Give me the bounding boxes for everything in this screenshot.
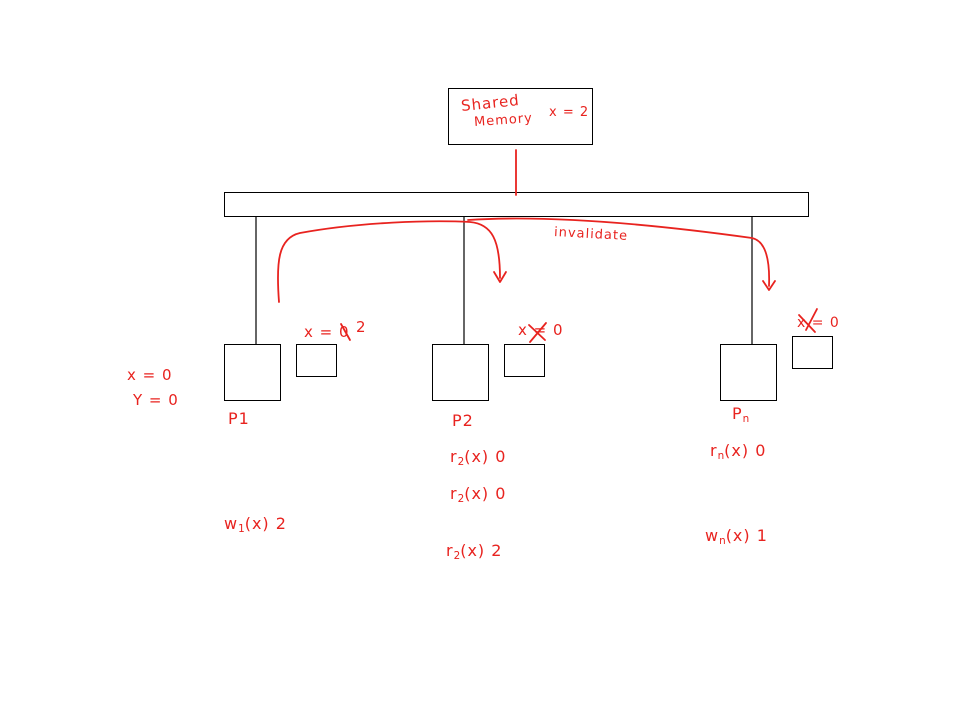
op-subscript: 2 [457, 493, 465, 506]
op-name: r [446, 541, 454, 560]
cache-pn [792, 336, 833, 369]
p2-label: P2 [452, 411, 474, 430]
op-name: r [450, 447, 458, 466]
strike-p2-cache-icon [528, 322, 547, 343]
op-name: r [450, 484, 458, 503]
op-subscript: 1 [238, 523, 245, 536]
pn-op-2: wn(x) 1 [705, 528, 768, 547]
initial-x: x = 0 [127, 366, 173, 384]
cache-p2-value: x = 0 [518, 321, 564, 339]
op-args: (x) 0 [464, 447, 507, 466]
arrowhead-icon [762, 280, 776, 291]
op-args: (x) 2 [244, 514, 287, 533]
op-subscript: n [717, 450, 725, 463]
op-name: r [710, 441, 718, 460]
initial-y: Y = 0 [133, 391, 179, 409]
op-args: (x) 0 [724, 441, 767, 460]
p2-op-3: r2(x) 2 [446, 543, 502, 562]
op-args: (x) 0 [464, 484, 507, 503]
cache-p2 [504, 344, 545, 377]
processor-p2 [432, 344, 489, 401]
op-subscript: 2 [453, 550, 461, 563]
op-subscript: 2 [457, 456, 465, 469]
p1-op-1: w1(x) 2 [224, 516, 287, 535]
op-args: (x) 2 [460, 541, 503, 560]
strike-p1-cache-icon [340, 323, 351, 341]
processor-p1 [224, 344, 281, 401]
op-args: (x) 1 [725, 526, 768, 545]
invalidate-label: invalidate [553, 225, 629, 244]
shared-memory-title-2: Memory [473, 110, 534, 131]
p1-label: P1 [228, 409, 250, 428]
cache-pn-value: x = 0 [797, 315, 840, 331]
system-bus [224, 192, 809, 217]
processor-pn [720, 344, 777, 401]
pn-label: Pn [732, 406, 749, 425]
pn-label-main: P [732, 404, 743, 423]
shared-memory-value: x = 2 [549, 105, 590, 120]
op-subscript: n [719, 535, 726, 548]
cache-p1 [296, 344, 337, 377]
op-name: w [705, 526, 720, 545]
cache-p1-value-old: x = 0 [304, 323, 350, 341]
invalidate-arrow-pn [467, 217, 771, 287]
invalidate-arrow-p2 [277, 220, 501, 303]
p2-op-1: r2(x) 0 [450, 449, 506, 468]
pn-label-sub: n [742, 413, 750, 426]
pn-op-1: rn(x) 0 [710, 443, 766, 462]
op-name: w [224, 514, 239, 533]
arrowhead-icon [493, 271, 507, 283]
cache-p1-value-new: 2 [356, 318, 367, 336]
strike-pn-cache-icon [798, 308, 818, 333]
p2-op-2: r2(x) 0 [450, 486, 506, 505]
shared-memory-box [448, 88, 593, 145]
